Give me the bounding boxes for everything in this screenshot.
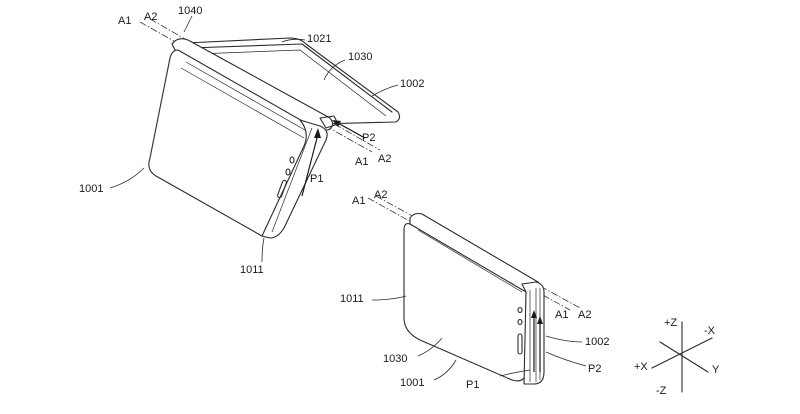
lower-axis-a2-end: A2 (578, 309, 591, 321)
leader-1001-lower (433, 359, 457, 381)
upper-axis-a2-label: A2 (144, 11, 157, 23)
leader-p1-lower (499, 369, 531, 377)
x-axis-line (651, 337, 713, 369)
label-1040: 1040 (178, 5, 202, 17)
first-housing-side (261, 119, 328, 239)
lower-top-line (417, 229, 523, 293)
upper-axis-a1-end: A1 (355, 156, 368, 168)
side-edge-line (271, 127, 313, 233)
label-1011-lower: 1011 (340, 293, 364, 305)
axis-y: Y (712, 364, 720, 376)
label-1030-upper: 1030 (348, 51, 372, 63)
leader-1011 (261, 237, 265, 263)
p2-arrow (335, 121, 366, 139)
p2-arrowhead (332, 120, 341, 127)
first-housing-top-line (185, 61, 313, 135)
first-housing-top-line-2 (180, 67, 305, 139)
label-1001-upper: 1001 (79, 183, 103, 195)
y-axis-line (659, 341, 709, 373)
second-housing-inner-edge (195, 49, 387, 117)
side-button-1 (289, 156, 295, 164)
lower-p2-label: P2 (588, 363, 601, 375)
side-button-2 (285, 168, 291, 176)
label-1002-lower: 1002 (585, 336, 609, 348)
upper-p1-label: P1 (310, 173, 323, 185)
hinge-cover-back (171, 38, 334, 131)
leader-p2-lower (545, 351, 587, 367)
label-1002-upper: 1002 (400, 78, 424, 90)
leader-1030 (323, 59, 346, 81)
label-1001-lower: 1001 (400, 377, 424, 389)
p1-arrow (301, 133, 319, 197)
leader-1002-lower (545, 335, 583, 343)
p1-arrowhead (314, 128, 321, 138)
label-1011-upper: 1011 (240, 264, 264, 276)
axis-minus-x: -X (704, 325, 716, 337)
lower-p1-arrowhead-2 (537, 316, 543, 324)
leader-1011-lower (371, 295, 407, 301)
lower-axis-a2-label: A2 (374, 189, 387, 201)
axis-minus-z: -Z (656, 385, 667, 397)
lower-side (521, 281, 545, 385)
leader-1021 (281, 38, 306, 43)
lower-device: A1 A2 1011 1030 1001 P1 A1 A2 1002 P2 (340, 189, 609, 391)
lower-axis-a1-label: A1 (352, 195, 365, 207)
lower-side-button-1 (517, 306, 523, 314)
leader-1002 (371, 84, 399, 97)
lower-side-slot (517, 333, 523, 355)
label-1021: 1021 (307, 33, 331, 45)
upper-device: A1 A2 1040 1021 1030 1002 P2 A1 A2 P1 10… (79, 5, 424, 276)
second-housing-edge (189, 43, 393, 113)
leader-1040 (183, 15, 193, 33)
upper-p2-label: P2 (362, 132, 375, 144)
label-1030-lower: 1030 (383, 353, 407, 365)
second-housing (185, 37, 401, 125)
lower-p1-label: P1 (466, 379, 479, 391)
lower-p1-arrowhead-1 (531, 310, 537, 318)
coordinate-axes: +Z -X +X Y -Z (634, 317, 720, 397)
leader-1030-lower (417, 337, 443, 357)
lower-side-button-2 (517, 318, 523, 326)
upper-axis-a2-end: A2 (378, 153, 391, 165)
axis-plus-x: +X (634, 361, 648, 373)
lower-axis-a1-end: A1 (555, 309, 568, 321)
axis-plus-z: +Z (664, 317, 677, 329)
upper-axis-a1-label: A1 (118, 15, 131, 27)
side-slot (277, 179, 287, 199)
leader-1001 (109, 167, 145, 189)
